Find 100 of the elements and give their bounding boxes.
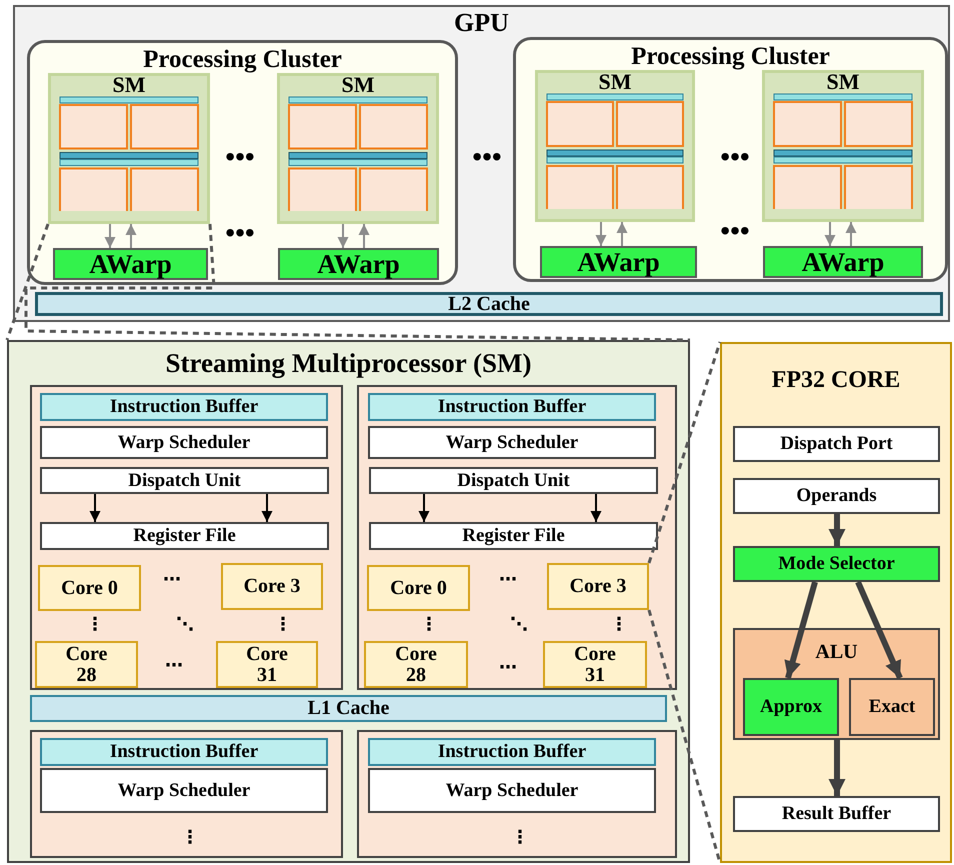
exact-unit xyxy=(849,678,935,736)
ellipsis-mark: ⋯ xyxy=(499,571,517,589)
box-label: Core 3 xyxy=(244,576,300,597)
panel-title: SM xyxy=(598,71,632,93)
box-label: Warp Scheduler xyxy=(446,432,578,452)
box-label: Dispatch Unit xyxy=(128,470,241,490)
unit-box xyxy=(40,426,328,459)
unit-box xyxy=(733,426,940,462)
box-label: Mode Selector xyxy=(778,554,895,574)
box-label: Core 31 xyxy=(573,644,617,686)
arrow xyxy=(596,222,606,246)
box-label: Instruction Buffer xyxy=(438,397,586,417)
box-label: Instruction Buffer xyxy=(110,742,258,762)
unit-box xyxy=(40,522,329,550)
arrow xyxy=(855,580,903,680)
panel-title: Processing Cluster xyxy=(630,44,831,69)
core-box xyxy=(543,641,647,688)
arrow xyxy=(846,222,856,246)
panel-title: SM xyxy=(340,74,376,96)
box-label: Dispatch Unit xyxy=(457,470,570,490)
alu-block xyxy=(733,628,940,740)
warp-unit xyxy=(540,246,697,278)
cluster-panel xyxy=(513,37,948,282)
unit-box xyxy=(369,467,658,494)
box-label: Register File xyxy=(133,526,236,546)
sm-detail-panel xyxy=(7,340,690,863)
unit-box xyxy=(40,768,328,813)
ellipsis-mark: ⋮ xyxy=(420,616,438,634)
arrow xyxy=(828,740,846,796)
sm-block xyxy=(48,73,210,224)
arrow xyxy=(784,581,818,679)
ellipsis-mark: ••• xyxy=(472,144,502,172)
arrow xyxy=(824,222,836,246)
core-box xyxy=(367,565,470,611)
zoom-guide-line xyxy=(24,224,690,342)
ellipsis-mark: ⋮ xyxy=(181,829,199,847)
warp-unit xyxy=(763,246,923,278)
box-label: AWarp xyxy=(317,250,400,278)
ellipsis-mark: ⋯ xyxy=(499,659,517,677)
buffer-bar xyxy=(40,738,328,766)
panel-title: Processing Cluster xyxy=(142,47,343,72)
box-label: Exact xyxy=(868,697,916,717)
ellipsis-mark: ⋱ xyxy=(510,616,528,634)
ellipsis-mark: ••• xyxy=(225,220,255,248)
core-box xyxy=(38,565,141,611)
panel-title: SM xyxy=(112,74,146,96)
arrow xyxy=(262,494,272,522)
box-label: Core 31 xyxy=(245,644,289,686)
panel-title: Streaming Multiprocessor (SM) xyxy=(164,350,532,377)
box-label: L1 Cache xyxy=(308,698,390,719)
core-box xyxy=(547,563,649,610)
partition-panel xyxy=(30,385,343,690)
buffer-bar xyxy=(40,393,328,421)
box-label: Instruction Buffer xyxy=(110,397,258,417)
ellipsis-mark: ⋯ xyxy=(163,571,181,589)
box-label: Warp Scheduler xyxy=(118,432,250,452)
gpu-panel xyxy=(13,5,950,322)
partition-panel xyxy=(30,730,343,858)
panel-title: ALU xyxy=(814,642,859,662)
box-label: Instruction Buffer xyxy=(438,742,586,762)
zoom-guide-line xyxy=(6,224,50,340)
sm-block xyxy=(535,70,695,222)
panel-title: FP32 CORE xyxy=(770,368,902,392)
box-label: Core 3 xyxy=(570,576,626,597)
core-box xyxy=(221,563,323,610)
box-label: AWarp xyxy=(802,248,884,276)
box-label: AWarp xyxy=(89,250,172,278)
ellipsis-mark: ••• xyxy=(225,144,255,172)
buffer-bar xyxy=(368,738,656,766)
buffer-bar xyxy=(368,393,656,421)
sm-block xyxy=(762,70,924,222)
partition-panel xyxy=(357,730,677,858)
selector-box xyxy=(733,546,940,582)
arrow xyxy=(418,494,430,522)
box-label: Core 28 xyxy=(394,644,438,686)
sm-block xyxy=(277,73,439,224)
box-label: Dispatch Port xyxy=(780,434,893,454)
arrow xyxy=(126,224,136,248)
cache-bar xyxy=(35,292,943,316)
arrow xyxy=(590,494,602,522)
ellipsis-mark: ⋮ xyxy=(511,829,529,847)
box-label: Core 0 xyxy=(390,578,447,598)
zoom-guide-line xyxy=(648,342,722,564)
warp-unit xyxy=(278,248,439,280)
arrow xyxy=(90,494,100,522)
ellipsis-mark: ⋮ xyxy=(86,616,104,634)
partition-panel xyxy=(357,385,677,690)
ellipsis-mark: ⋱ xyxy=(176,616,194,634)
box-label: Warp Scheduler xyxy=(118,780,250,800)
approx-unit xyxy=(743,678,839,736)
warp-unit xyxy=(53,248,208,280)
unit-box xyxy=(733,796,940,832)
cache-bar xyxy=(30,695,667,722)
ellipsis-mark: ⋮ xyxy=(274,616,292,634)
box-label: Operands xyxy=(796,486,877,506)
unit-box xyxy=(369,522,658,550)
panel-title: GPU xyxy=(453,10,510,36)
ellipsis-mark: ⋯ xyxy=(165,657,183,675)
box-label: Result Buffer xyxy=(782,804,892,824)
box-label: Approx xyxy=(760,697,822,717)
